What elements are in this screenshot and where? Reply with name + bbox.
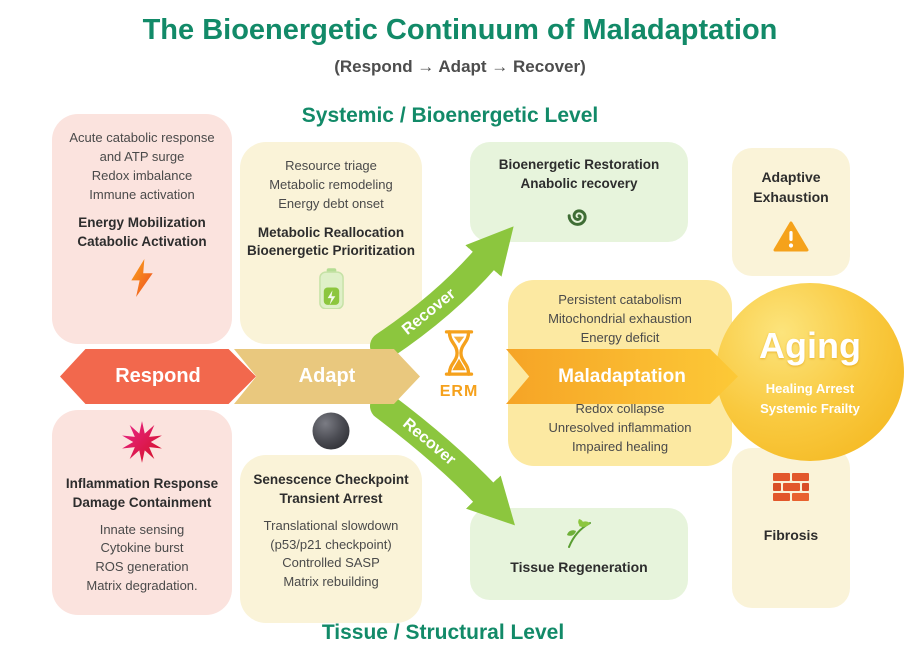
box-title: Metabolic Reallocation	[257, 224, 405, 240]
box-line: Immune activation	[89, 186, 195, 202]
aging-line: Systemic Frailty	[760, 401, 860, 416]
box-line: Energy debt onset	[278, 195, 384, 211]
box-line: Acute catabolic response and ATP surge	[69, 130, 215, 164]
box-title: Inflammation Response	[65, 475, 219, 491]
box-title: Anabolic recovery	[520, 175, 638, 191]
aging-title: Aging	[759, 324, 861, 366]
panel-line: Mitochondrial exhaustion	[548, 310, 692, 326]
box-line: Controlled SASP	[282, 555, 380, 571]
panel-line: Impaired healing	[571, 439, 669, 455]
bioenergetic-restoration-box: Bioenergetic Restoration Anabolic recove…	[470, 142, 688, 242]
diagram-subtitle: (Respond → Adapt → Recover)	[334, 57, 586, 76]
panel-line: Redox collapse	[575, 401, 665, 417]
box-line: Matrix rebuilding	[283, 574, 379, 590]
inflammation-response-box: Inflammation Response Damage Containment…	[52, 410, 232, 615]
box-title: Energy Mobilization	[78, 215, 206, 231]
box-title: Fibrosis	[763, 526, 819, 543]
box-line: Metabolic remodeling	[269, 176, 393, 192]
erm-label: ERM	[439, 383, 479, 400]
box-title: Adaptive Exhaustion	[753, 169, 829, 205]
box-title: Bioenergetic Prioritization	[246, 243, 416, 259]
box-line: Translational slowdown	[263, 517, 399, 533]
systemic-level-heading: Systemic / Bioenergetic Level	[301, 104, 599, 127]
adapt-arrow: Adapt	[234, 349, 420, 404]
panel-line: Persistent catabolism	[558, 292, 682, 307]
box-line: (p53/p21 checkpoint)	[270, 536, 392, 552]
sphere-icon	[311, 411, 351, 451]
hourglass-icon	[439, 329, 479, 377]
erm-marker: ERM	[433, 329, 485, 401]
aging-circle: Aging Healing Arrest Systemic Frailty	[716, 283, 904, 461]
battery-icon	[318, 268, 345, 310]
senescence-checkpoint-box: Senescence Checkpoint Transient Arrest T…	[240, 455, 422, 623]
metabolic-reallocation-box: Resource triage Metabolic remodeling Ene…	[240, 142, 422, 344]
adapt-label: Adapt	[298, 365, 356, 387]
box-line: Redox imbalance	[91, 167, 193, 183]
box-line: Innate sensing	[99, 521, 185, 537]
box-line: Resource triage	[285, 158, 377, 173]
warning-icon	[773, 221, 809, 253]
box-line: ROS generation	[95, 559, 189, 575]
starburst-icon	[120, 420, 164, 464]
spiral-icon	[563, 201, 595, 233]
panel-line: Unresolved inflammation	[548, 420, 692, 436]
box-title: Tissue Regeneration	[510, 558, 648, 575]
maladaptation-label: Maladaptation	[558, 365, 686, 387]
lightning-icon	[127, 259, 157, 298]
tissue-regeneration-box: Tissue Regeneration	[470, 508, 688, 600]
leaf-icon	[562, 518, 596, 548]
respond-arrow: Respond	[60, 349, 256, 404]
energy-mobilization-box: Acute catabolic response and ATP surge R…	[52, 114, 232, 344]
maladaptation-arrow: Maladaptation	[506, 349, 738, 404]
diagram-title: The Bioenergetic Continuum of Maladaptat…	[142, 14, 778, 46]
adaptive-exhaustion-box: Adaptive Exhaustion	[732, 148, 850, 276]
box-title: Transient Arrest	[279, 490, 383, 506]
box-line: Matrix degradation.	[86, 578, 198, 594]
box-title: Senescence Checkpoint	[253, 472, 409, 487]
respond-label: Respond	[115, 365, 201, 387]
panel-line: Energy deficit	[580, 329, 660, 345]
fibrosis-box: Fibrosis	[732, 448, 850, 608]
aging-line: Healing Arrest	[765, 380, 855, 396]
brick-icon	[772, 472, 810, 504]
tissue-level-heading: Tissue / Structural Level	[321, 621, 565, 644]
box-title: Catabolic Activation	[77, 234, 207, 250]
box-title: Bioenergetic Restoration	[498, 157, 660, 172]
box-line: Cytokine burst	[100, 540, 184, 556]
box-title: Damage Containment	[72, 494, 212, 510]
